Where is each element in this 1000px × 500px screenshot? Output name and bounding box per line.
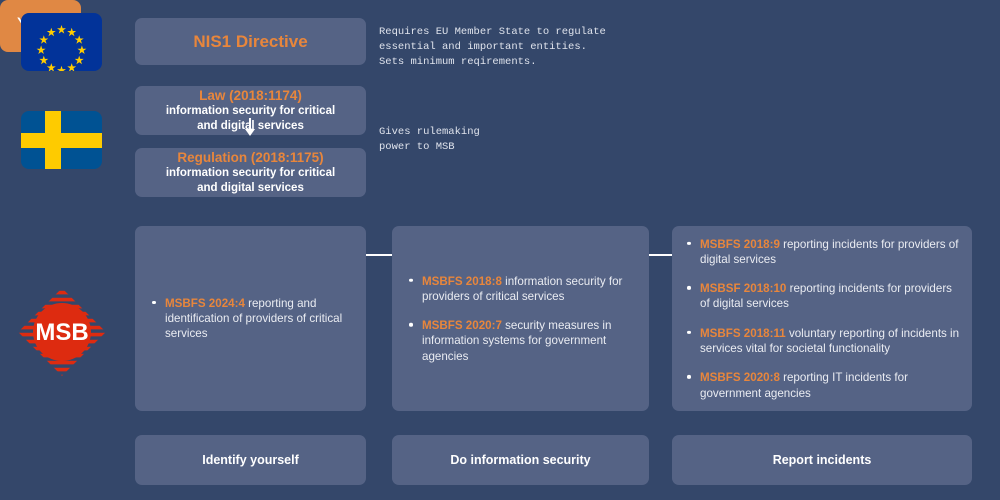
eu-flag bbox=[21, 13, 102, 71]
list-item: MSBFS 2024:4 reporting and identificatio… bbox=[149, 296, 348, 342]
sweden-cross-horizontal bbox=[21, 133, 102, 148]
msb-logo-text: MSB bbox=[35, 319, 88, 346]
law-title: Law (2018:1174) bbox=[199, 87, 302, 103]
nis1-title: NIS1 Directive bbox=[193, 31, 308, 51]
regulation-code: MSBFS 2018:11 bbox=[700, 326, 786, 340]
law-subtitle: information security for critical and di… bbox=[165, 105, 336, 133]
list-item: MSBSF 2018:10 reporting incidents for pr… bbox=[684, 281, 960, 312]
eu-stars-icon bbox=[36, 25, 87, 71]
regulation-title: Regulation (2018:1175) bbox=[177, 149, 324, 165]
outcome-label: Do information security bbox=[450, 453, 591, 467]
regulation-text: information security for providers of cr… bbox=[422, 274, 623, 303]
list-item: MSBFS 2018:8 information security for pr… bbox=[406, 273, 631, 304]
regulation-code: MSBFS 2020:8 bbox=[700, 371, 780, 385]
regulation-code: MSBFS 2024:4 bbox=[165, 296, 245, 310]
regulation-text: voluntary reporting of incidents in serv… bbox=[700, 326, 960, 355]
regulation-code: MSBFS 2018:8 bbox=[422, 274, 502, 288]
node-column-3[interactable]: MSBFS 2018:9 reporting incidents for pro… bbox=[672, 226, 972, 411]
list-item: MSBFS 2020:7 security measures in inform… bbox=[406, 318, 631, 364]
node-outcome-do-information-security[interactable]: Do information security bbox=[392, 435, 649, 485]
regulation-text: reporting and identification of provider… bbox=[165, 296, 343, 341]
node-law-2018-1174[interactable]: Law (2018:1174) information security for… bbox=[135, 86, 366, 135]
regulation-code: MSBFS 2020:7 bbox=[422, 318, 502, 332]
node-outcome-report-incidents[interactable]: Report incidents bbox=[672, 435, 972, 485]
node-nis1-directive[interactable]: NIS1 Directive bbox=[135, 18, 366, 65]
list-item: MSBFS 2018:11 voluntary reporting of inc… bbox=[684, 326, 960, 357]
regulation-text: reporting incidents for providers of dig… bbox=[700, 281, 952, 311]
annotation-nis1: Requires EU Member State to regulate ess… bbox=[379, 26, 606, 69]
node-regulation-2018-1175[interactable]: Regulation (2018:1175) information secur… bbox=[135, 148, 366, 197]
regulation-text: security measures in information systems… bbox=[422, 318, 612, 363]
node-column-2[interactable]: MSBFS 2018:8 information security for pr… bbox=[392, 226, 649, 411]
list-item: MSBFS 2020:8 reporting IT incidents for … bbox=[684, 370, 960, 401]
bullet-list-col2: MSBFS 2018:8 information security for pr… bbox=[406, 273, 631, 363]
sweden-flag bbox=[21, 111, 102, 169]
outcome-label: Identify yourself bbox=[202, 453, 299, 467]
node-column-1[interactable]: MSBFS 2024:4 reporting and identificatio… bbox=[135, 226, 366, 411]
node-outcome-identify-yourself[interactable]: Identify yourself bbox=[135, 435, 366, 485]
list-item: MSBFS 2018:9 reporting incidents for pro… bbox=[684, 236, 960, 267]
regulation-code: MSBFS 2018:9 bbox=[700, 237, 780, 251]
bullet-list-col3: MSBFS 2018:9 reporting incidents for pro… bbox=[684, 236, 960, 400]
regulation-code: MSBSF 2018:10 bbox=[700, 281, 787, 295]
bullet-list-col1: MSBFS 2024:4 reporting and identificatio… bbox=[149, 296, 348, 342]
annotation-regulation: Gives rulemaking power to MSB bbox=[379, 126, 480, 154]
regulation-subtitle: information security for critical and di… bbox=[165, 167, 336, 195]
regulation-text: reporting incidents for providers of dig… bbox=[700, 237, 959, 266]
msb-logo: MSB bbox=[18, 288, 106, 376]
regulation-text: reporting IT incidents for government ag… bbox=[700, 371, 908, 400]
outcome-label: Report incidents bbox=[772, 453, 872, 467]
msb-logo-icon: MSB bbox=[18, 288, 106, 376]
